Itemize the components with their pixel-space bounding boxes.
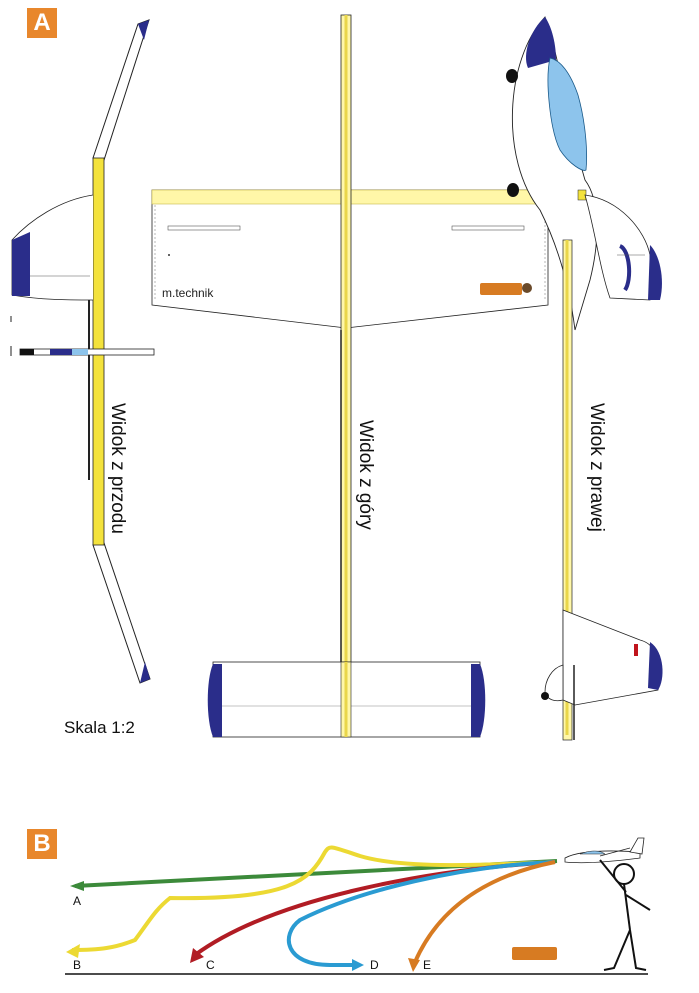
top-view-logo <box>480 283 522 295</box>
flight-path-d <box>286 860 556 967</box>
launcher-figure <box>599 859 651 971</box>
path-label-e: E <box>423 958 432 972</box>
path-label-b: B <box>73 958 82 972</box>
panel-b-logo <box>512 947 557 960</box>
launch-glider <box>564 837 645 864</box>
front-view-wing-lower-tip <box>140 662 150 683</box>
path-label-a: A <box>73 894 82 908</box>
top-view <box>151 14 549 738</box>
path-label-c: C <box>206 958 215 972</box>
path-label-d: D <box>370 958 379 972</box>
flight-path-b <box>71 845 556 952</box>
side-view-label: Widok z prawej <box>586 403 607 532</box>
side-view <box>506 16 663 741</box>
side-view-fin <box>562 609 661 706</box>
front-view-wing-upper-tip <box>138 20 149 40</box>
flight-paths-diagram <box>65 837 651 975</box>
front-view <box>10 19 155 684</box>
front-view-label: Widok z przodu <box>107 403 128 534</box>
panel-a-badge: A <box>27 8 57 38</box>
scale-label: Skala 1:2 <box>64 718 135 737</box>
side-view-canopy <box>547 57 588 171</box>
brand-text: m.technik <box>162 286 214 300</box>
front-view-wing-upper <box>92 19 150 161</box>
flight-path-e <box>413 860 556 963</box>
panel-b-badge: B <box>27 829 57 859</box>
front-view-wing-lower <box>92 542 151 684</box>
top-view-label: Widok z góry <box>355 420 376 530</box>
